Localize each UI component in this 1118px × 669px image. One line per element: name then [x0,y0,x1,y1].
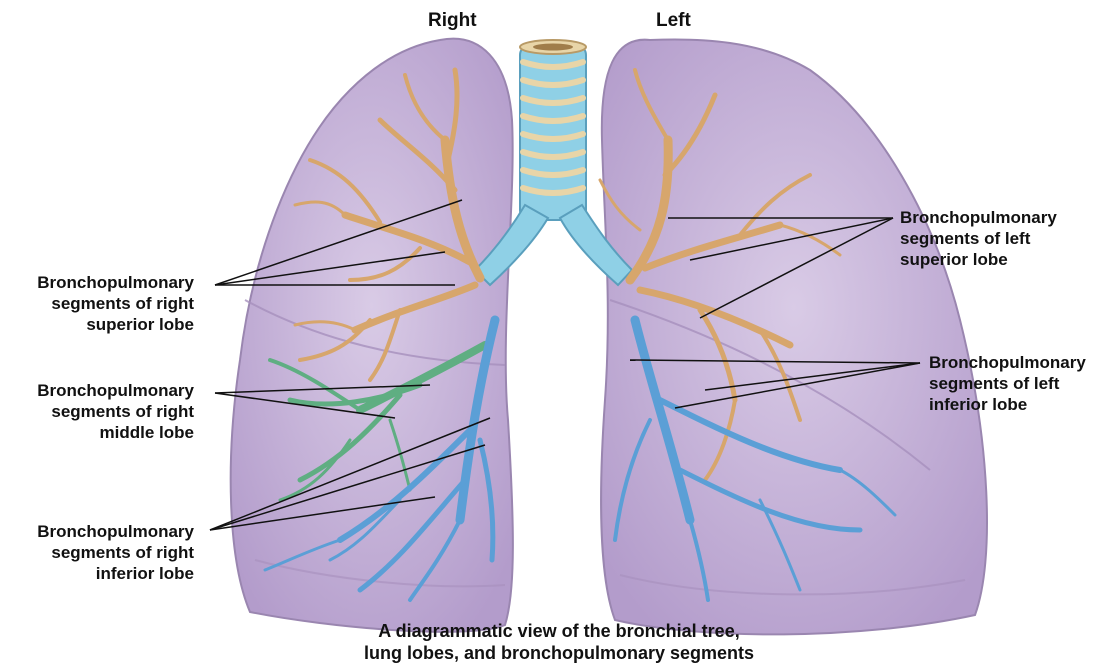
left-lung-header: Left [656,10,691,31]
label-left-superior-lobe: Bronchopulmonary segments of left superi… [900,207,1057,270]
figure-caption: A diagrammatic view of the bronchial tre… [300,620,818,664]
left-lung [601,39,987,634]
label-right-middle-lobe: Bronchopulmonary segments of right middl… [8,380,194,443]
label-left-inferior-lobe: Bronchopulmonary segments of left inferi… [929,352,1086,415]
right-lung [231,39,513,632]
label-right-superior-lobe: Bronchopulmonary segments of right super… [8,272,194,335]
right-lung-header: Right [428,10,477,31]
caption-line-1: A diagrammatic view of the bronchial tre… [300,620,818,642]
caption-line-2: lung lobes, and bronchopulmonary segment… [300,642,818,664]
label-right-inferior-lobe: Bronchopulmonary segments of right infer… [8,521,194,584]
